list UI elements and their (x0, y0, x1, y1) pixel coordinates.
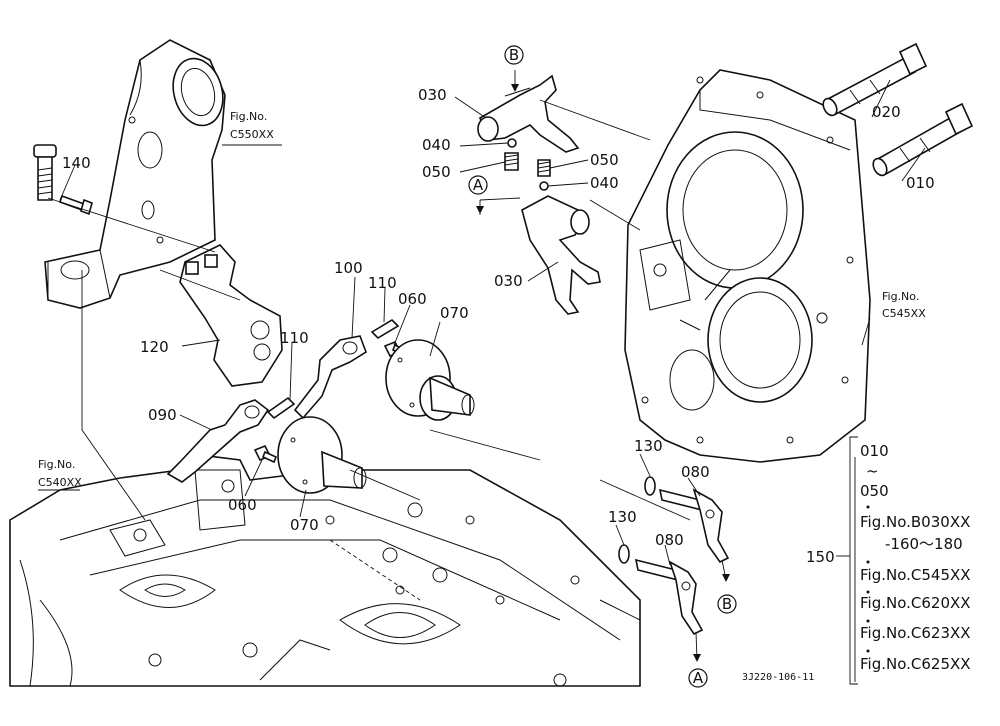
marker-B-bottom: B (717, 594, 737, 614)
label-040-upper: 040 (422, 136, 451, 154)
label-080-upper: 080 (681, 463, 710, 481)
drawing-code: 3J220-106-11 (742, 672, 814, 683)
lever-090 (166, 399, 270, 483)
side-item-4: Fig.No.C620XX (860, 594, 971, 612)
shaft-010 (872, 102, 974, 177)
screw-060-lower (253, 444, 278, 464)
side-item-2: -160～180 (885, 535, 963, 553)
figref-c550-line2: C550XX (230, 128, 274, 141)
label-130-upper: 130 (634, 437, 663, 455)
figref-c545-line1: Fig.No. (882, 290, 919, 303)
label-030-lower: 030 (494, 272, 523, 290)
svg-text:B: B (722, 595, 732, 613)
bracket-150 (836, 436, 858, 685)
pin-110-upper (370, 318, 400, 340)
shaft-080-upper (658, 488, 730, 564)
lever-100 (293, 335, 367, 420)
marker-B-top: B (504, 45, 524, 65)
label-040-lower: 040 (590, 174, 619, 192)
side-item-1: Fig.No.B030XX (860, 513, 970, 531)
label-020: 020 (872, 103, 901, 121)
pin-110-lower (266, 396, 296, 420)
spring-050-upper (504, 152, 519, 171)
marker-A-mid: A (468, 175, 488, 195)
transmission-case (9, 454, 641, 687)
ball-040-upper (507, 138, 517, 148)
shift-fork-030-upper (477, 74, 580, 153)
shift-fork-030-lower (521, 195, 601, 315)
ball-040-lower (539, 181, 549, 191)
flange-070-lower (277, 416, 367, 494)
gear-case (624, 69, 871, 463)
marker-A-bottom: A (688, 668, 708, 688)
label-120: 120 (140, 338, 169, 356)
label-030-upper: 030 (418, 86, 447, 104)
shaft-080-lower (634, 558, 704, 636)
flange-070-upper (385, 339, 475, 421)
label-050-upper: 050 (422, 163, 451, 181)
oring-130-upper (644, 476, 656, 496)
side-range-end: 050 (860, 482, 889, 500)
label-070-lower: 070 (290, 516, 319, 534)
label-110-lower: 110 (280, 329, 309, 347)
svg-text:A: A (693, 669, 704, 687)
label-110-upper: 110 (368, 274, 397, 292)
figref-c540-line2: C540XX (38, 476, 82, 489)
side-dots (866, 505, 870, 653)
figref-c545-line2: C545XX (882, 307, 926, 320)
label-130-lower: 130 (608, 508, 637, 526)
oring-130-lower (618, 544, 630, 564)
screw-140-small (58, 194, 93, 216)
figref-c550-line1: Fig.No. (230, 110, 267, 123)
label-090: 090 (148, 406, 177, 424)
label-150: 150 (806, 548, 835, 566)
plate-120 (179, 244, 283, 387)
label-070-upper: 070 (440, 304, 469, 322)
side-item-6: Fig.No.C625XX (860, 655, 971, 673)
label-060-upper: 060 (398, 290, 427, 308)
label-100: 100 (334, 259, 363, 277)
figref-c540-line1: Fig.No. (38, 458, 75, 471)
bolt-140 (33, 144, 57, 201)
side-item-3: Fig.No.C545XX (860, 566, 971, 584)
label-060-lower: 060 (228, 496, 257, 514)
shaft-020 (822, 42, 928, 117)
label-010: 010 (906, 174, 935, 192)
side-item-5: Fig.No.C623XX (860, 624, 971, 642)
svg-text:A: A (473, 176, 484, 194)
label-050-lower: 050 (590, 151, 619, 169)
svg-text:B: B (509, 46, 519, 64)
leader-lines (38, 70, 926, 662)
label-080-lower: 080 (655, 531, 684, 549)
side-range-tilde: ~ (866, 462, 879, 480)
side-range-start: 010 (860, 442, 889, 460)
spring-050-lower (537, 159, 551, 177)
label-140: 140 (62, 154, 91, 172)
